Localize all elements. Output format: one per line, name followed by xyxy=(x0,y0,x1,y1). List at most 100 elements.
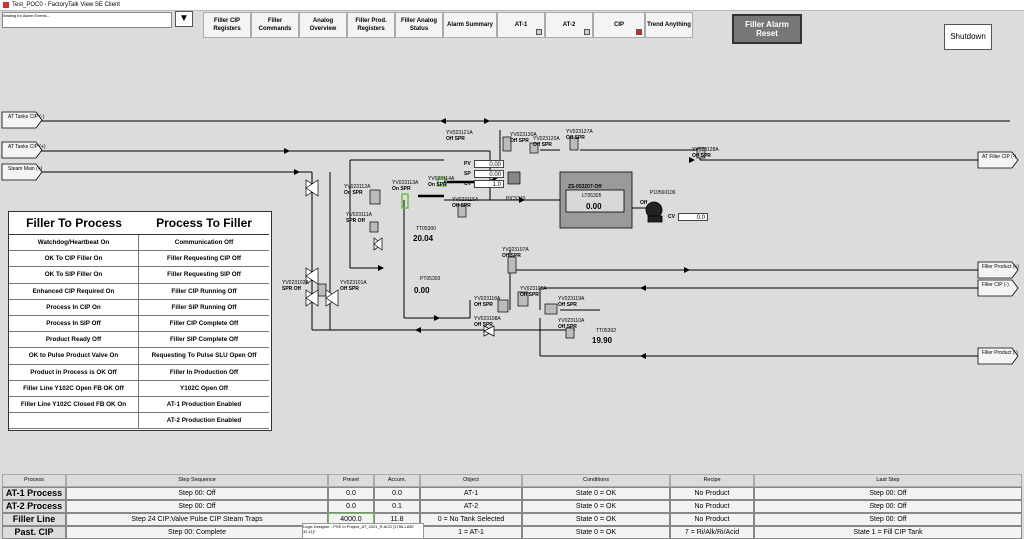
filler-to-process-cell: Enhanced CIP Required On xyxy=(9,283,139,300)
process-to-filler-cell: AT-1 Production Enabled xyxy=(139,397,269,414)
valve-tag: YV023112A xyxy=(344,184,371,190)
row-preset[interactable]: 0.0 xyxy=(328,500,374,513)
nav-label: AT-1 xyxy=(514,22,528,28)
process-to-filler-cell: Filler SIP Running Off xyxy=(139,300,269,316)
nav-cip[interactable]: CIP xyxy=(593,12,645,38)
filler-to-process-cell: OK To SIP Filler On xyxy=(9,267,139,284)
valve-tag: YV023120A xyxy=(533,136,560,142)
row-last-step: State 1 = Fill CIP Tank xyxy=(754,526,1022,539)
row-recipe: No Product xyxy=(670,500,754,513)
filler-to-process-cell: Process In CIP On xyxy=(9,299,139,316)
nav-filler-cip-registers[interactable]: Filler CIP Registers xyxy=(203,12,251,38)
row-process-label: Filler Line xyxy=(2,513,66,526)
valve-spr: SPR xyxy=(574,135,585,141)
connector-filler-product-minus[interactable]: Filler Product (-) xyxy=(982,350,1018,356)
nav-label: Filler Prod. Registers xyxy=(355,18,387,32)
connector-steam-main-plus[interactable]: Steam Main (+) xyxy=(8,166,43,172)
col-step-sequence: Step Sequence xyxy=(66,474,328,487)
row-preset[interactable]: 0.0 xyxy=(328,487,374,500)
connector-at-tanks-cip-minus[interactable]: AT Tanks CIP (-) xyxy=(8,114,45,120)
nav-filler-prod-registers[interactable]: Filler Prod. Registers xyxy=(347,12,395,38)
col-conditions: Conditions xyxy=(522,474,670,487)
filler-to-process-cell: Process In SIP Off xyxy=(9,315,139,333)
valve-spr: SPR xyxy=(700,153,711,159)
nav-label: Filler Analog Status xyxy=(400,18,438,32)
row-step-sequence: Step 24 CIP:Valve Pulse CIP Steam Traps xyxy=(66,513,328,526)
row-conditions: State 0 = OK xyxy=(522,500,670,513)
col-object: Object xyxy=(420,474,522,487)
row-accum[interactable]: 0.0 xyxy=(374,487,420,500)
tt05300-value: 20.04 xyxy=(413,234,434,243)
connector-filler-cip-minus[interactable]: Filler CIP (-) xyxy=(982,282,1009,288)
pump-tag: P10560106 xyxy=(650,190,676,196)
process-to-filler-cell: Y102C Open Off xyxy=(139,381,269,397)
process-to-filler-cell: Filler SIP Complete Off xyxy=(139,332,269,349)
nav-filler-commands[interactable]: Filler Commands xyxy=(251,12,299,38)
valve-state: SPR xyxy=(282,286,293,292)
valve-tag: YV023118A xyxy=(474,296,501,302)
connector-at-tanks-cip-plus[interactable]: AT Tanks CIP (+) xyxy=(8,144,46,150)
nav-filler-analog-status[interactable]: Filler Analog Status xyxy=(395,12,443,38)
valve-spr: SPR xyxy=(528,292,539,298)
row-accum[interactable]: 0.1 xyxy=(374,500,420,513)
row-conditions: State 0 = OK xyxy=(522,513,670,526)
valve-state: Off xyxy=(446,136,454,142)
col-preset: Preset xyxy=(328,474,374,487)
row-object: AT-2 xyxy=(420,500,522,513)
nav-alarm-summary[interactable]: Alarm Summary xyxy=(443,12,497,38)
nav-analog-overview[interactable]: Analog Overview xyxy=(299,12,347,38)
nav-trend-anything[interactable]: Trend Anything xyxy=(645,12,693,38)
valve-state: Off xyxy=(692,153,700,159)
valve-spr: SPR xyxy=(348,286,359,292)
valve-spr: Off xyxy=(357,218,365,224)
pump-state[interactable]: Off xyxy=(640,200,648,206)
row-process-label: Past. CIP xyxy=(2,526,66,539)
nav-at2[interactable]: AT-2 xyxy=(545,12,593,38)
valve-state: Off xyxy=(558,324,566,330)
connector-at-filler-cip-minus[interactable]: AT Filler CIP (-) xyxy=(982,154,1017,160)
row-recipe: No Product xyxy=(670,513,754,526)
shutdown-button[interactable]: Shutdown xyxy=(944,24,992,50)
valve-spr: SPR xyxy=(518,138,529,144)
process-to-filler-cell: Requesting To Pulse SLU Open Off xyxy=(139,348,269,365)
valve-tag: YV023115A xyxy=(452,197,479,203)
cv-value: 1.0 xyxy=(474,180,504,188)
tt05300-tag: TT05300 xyxy=(416,226,437,232)
alarm-dropdown-button[interactable]: ▼ xyxy=(175,11,193,27)
tank-level-value[interactable]: 0.00 xyxy=(586,202,602,211)
connector-filler-product-plus[interactable]: Filler Product (+) xyxy=(982,264,1020,270)
alarm-banner[interactable]: Waiting for Alarm Events... ▼ xyxy=(2,11,193,28)
status-table-header: Process Step Sequence Preset Accum. Obje… xyxy=(2,474,1022,487)
valve-spr: SPR xyxy=(566,324,577,330)
filler-process-table: Filler To Process Process To Filler Watc… xyxy=(8,211,272,431)
valve-state: Off xyxy=(520,292,528,298)
row-conditions: State 0 = OK xyxy=(522,526,670,539)
filler-alarm-reset-button[interactable]: Filler Alarm Reset xyxy=(732,14,802,44)
tank-status: ZS-053207-Off xyxy=(568,184,602,190)
filler-to-process-header: Filler To Process xyxy=(9,212,139,235)
row-process-label: AT-1 Process xyxy=(2,487,66,500)
nav-at1[interactable]: AT-1 xyxy=(497,12,545,38)
process-to-filler-cell: Filler Requesting SIP Off xyxy=(139,267,269,284)
